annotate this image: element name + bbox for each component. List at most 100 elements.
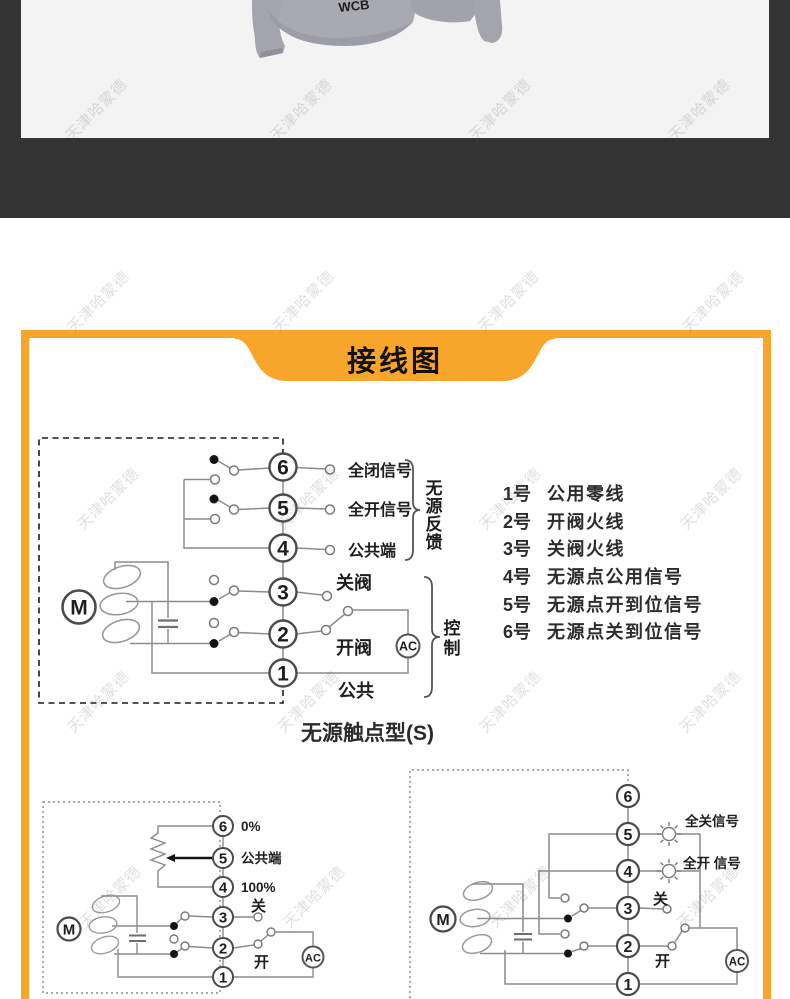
- label-open: 开: [655, 953, 670, 970]
- right-labels: 全关信号 全开 信号 关 开: [653, 813, 741, 970]
- valve-photo-illustration: WCB: [252, 0, 503, 58]
- terminal-5: 5: [277, 498, 289, 521]
- left-switch-contacts: [169, 911, 276, 958]
- label-0pct: 0%: [241, 819, 261, 834]
- valve-right-flange: [474, 0, 503, 43]
- motor-label: M: [63, 922, 76, 939]
- label-full-open-signal: 全开信号: [347, 500, 412, 519]
- label-full-closed-signal: 全关信号: [684, 813, 739, 829]
- brace-feedback-char: 无: [425, 479, 443, 498]
- legend-num: 1号: [503, 484, 532, 504]
- main-wiring-diagram: M AC 6 5 4 3 2 1 全闭信号 全开: [38, 437, 461, 704]
- banner-shape: [235, 330, 555, 381]
- legend-desc: 开阀火线: [547, 511, 625, 532]
- valve-left-flange: [252, 0, 285, 58]
- section-banner: 接线图: [235, 330, 555, 388]
- left-terminals: 6 5 4 3 2 1: [212, 815, 234, 988]
- legend-row: 1号公用零线: [503, 481, 703, 509]
- legend-num: 6号: [503, 622, 532, 643]
- brace-control-char: 制: [444, 638, 461, 658]
- main-labels: 全闭信号 全开信号 公共端 关阀 开阀 公共: [336, 461, 412, 701]
- left-dotted-boundary: [42, 801, 221, 994]
- motor-label: M: [70, 597, 88, 620]
- label-full-closed-signal: 全闭信号: [347, 461, 412, 480]
- label-common: 公共: [338, 681, 374, 701]
- left-ac-symbol: AC: [301, 945, 325, 969]
- right-capacitor: [514, 933, 532, 941]
- main-switch-contacts: [208, 455, 354, 648]
- product-photo: WCB: [21, 0, 769, 138]
- label-open: 开: [254, 954, 269, 971]
- main-motor-coils: [99, 564, 142, 644]
- watermark-text: 天津哈蒙德: [474, 267, 544, 337]
- right-switch-contacts: [560, 893, 690, 958]
- legend-desc: 无源点开到位信号: [547, 594, 703, 615]
- terminal-1: 1: [277, 663, 289, 686]
- label-100pct: 100%: [241, 880, 276, 895]
- watermark-text: 天津哈蒙德: [64, 267, 134, 337]
- terminal-3: 3: [219, 910, 227, 927]
- banner-title: 接线图: [346, 346, 443, 378]
- diagram-caption: 无源触点型(S): [301, 722, 434, 745]
- brace-feedback-char: 馈: [426, 532, 443, 552]
- left-motor-symbol: M: [56, 916, 82, 942]
- terminal-4: 4: [624, 864, 633, 881]
- ac-label: AC: [399, 640, 417, 654]
- legend-row: 2号开阀火线: [503, 509, 703, 537]
- terminal-6: 6: [624, 789, 633, 806]
- legend-desc: 公用零线: [547, 484, 625, 504]
- left-capacitor: [129, 934, 146, 942]
- valve-cast-mark: WCB: [338, 0, 370, 15]
- lamp-full-closed: [657, 822, 681, 846]
- legend-desc: 关阀火线: [547, 539, 625, 560]
- terminal-1: 1: [219, 970, 227, 987]
- watermark-text: 天津哈蒙德: [269, 267, 339, 337]
- terminal-2: 2: [624, 939, 633, 956]
- label-common-terminal: 公共端: [348, 541, 396, 560]
- valve-flange-rim: [260, 48, 283, 58]
- label-open-valve: 开阀: [336, 637, 372, 658]
- label-full-open-signal: 全开 信号: [682, 855, 741, 871]
- terminal-legend: 1号公用零线 2号开阀火线 3号关阀火线 4号无源点公用信号 5号无源点开到位信…: [503, 481, 703, 647]
- left-wires: [101, 825, 314, 978]
- left-motor-coils: [88, 894, 121, 955]
- main-dashed-boundary: [38, 437, 284, 704]
- brace-shapes: [404, 459, 441, 698]
- dark-band: WCB: [0, 0, 790, 218]
- valve-right-arm: [411, 0, 479, 23]
- terminal-2: 2: [277, 624, 289, 647]
- brace-control-char: 控: [444, 618, 461, 638]
- main-motor-symbol: M: [61, 589, 97, 625]
- bottom-left-diagram: M AC 6 5 4 3 2 1 0% 公共端 100% 关: [42, 801, 325, 994]
- terminal-3: 3: [624, 901, 633, 918]
- terminal-5: 5: [219, 851, 227, 868]
- left-pot-arrowhead: [166, 854, 175, 862]
- legend-num: 5号: [503, 594, 532, 615]
- legend-row: 4号无源点公用信号: [503, 564, 703, 592]
- terminal-5: 5: [624, 827, 633, 844]
- legend-num: 2号: [503, 511, 532, 532]
- right-ac-symbol: AC: [725, 949, 749, 973]
- legend-row: 3号关阀火线: [503, 536, 703, 564]
- lamp-full-open: [657, 859, 681, 883]
- bottom-right-diagram: M AC 6 5 4 3 2 1 全关信号 全开 信号 关: [409, 769, 749, 999]
- right-motor-symbol: M: [429, 905, 457, 933]
- brace-feedback-char: 反: [426, 515, 443, 534]
- watermark-text: 天津哈蒙德: [679, 267, 749, 337]
- valve-shading: [267, 8, 413, 46]
- label-common-terminal: 公共端: [241, 850, 282, 866]
- legend-num: 3号: [503, 539, 532, 560]
- label-close: 关: [251, 897, 266, 915]
- legend-row: 5号无源点开到位信号: [503, 592, 703, 620]
- label-close-valve: 关阀: [336, 572, 372, 593]
- terminal-6: 6: [277, 457, 289, 480]
- motor-label: M: [436, 912, 449, 929]
- right-dotted-boundary: [409, 769, 629, 999]
- terminal-1: 1: [624, 977, 633, 994]
- wiring-diagram-card: [21, 330, 771, 999]
- main-terminals: 6 5 4 3 2 1: [268, 452, 298, 688]
- left-labels: 0% 公共端 100% 关 开: [241, 819, 282, 971]
- legend-desc: 无源点公用信号: [547, 567, 684, 588]
- main-ac-symbol: AC: [395, 633, 421, 659]
